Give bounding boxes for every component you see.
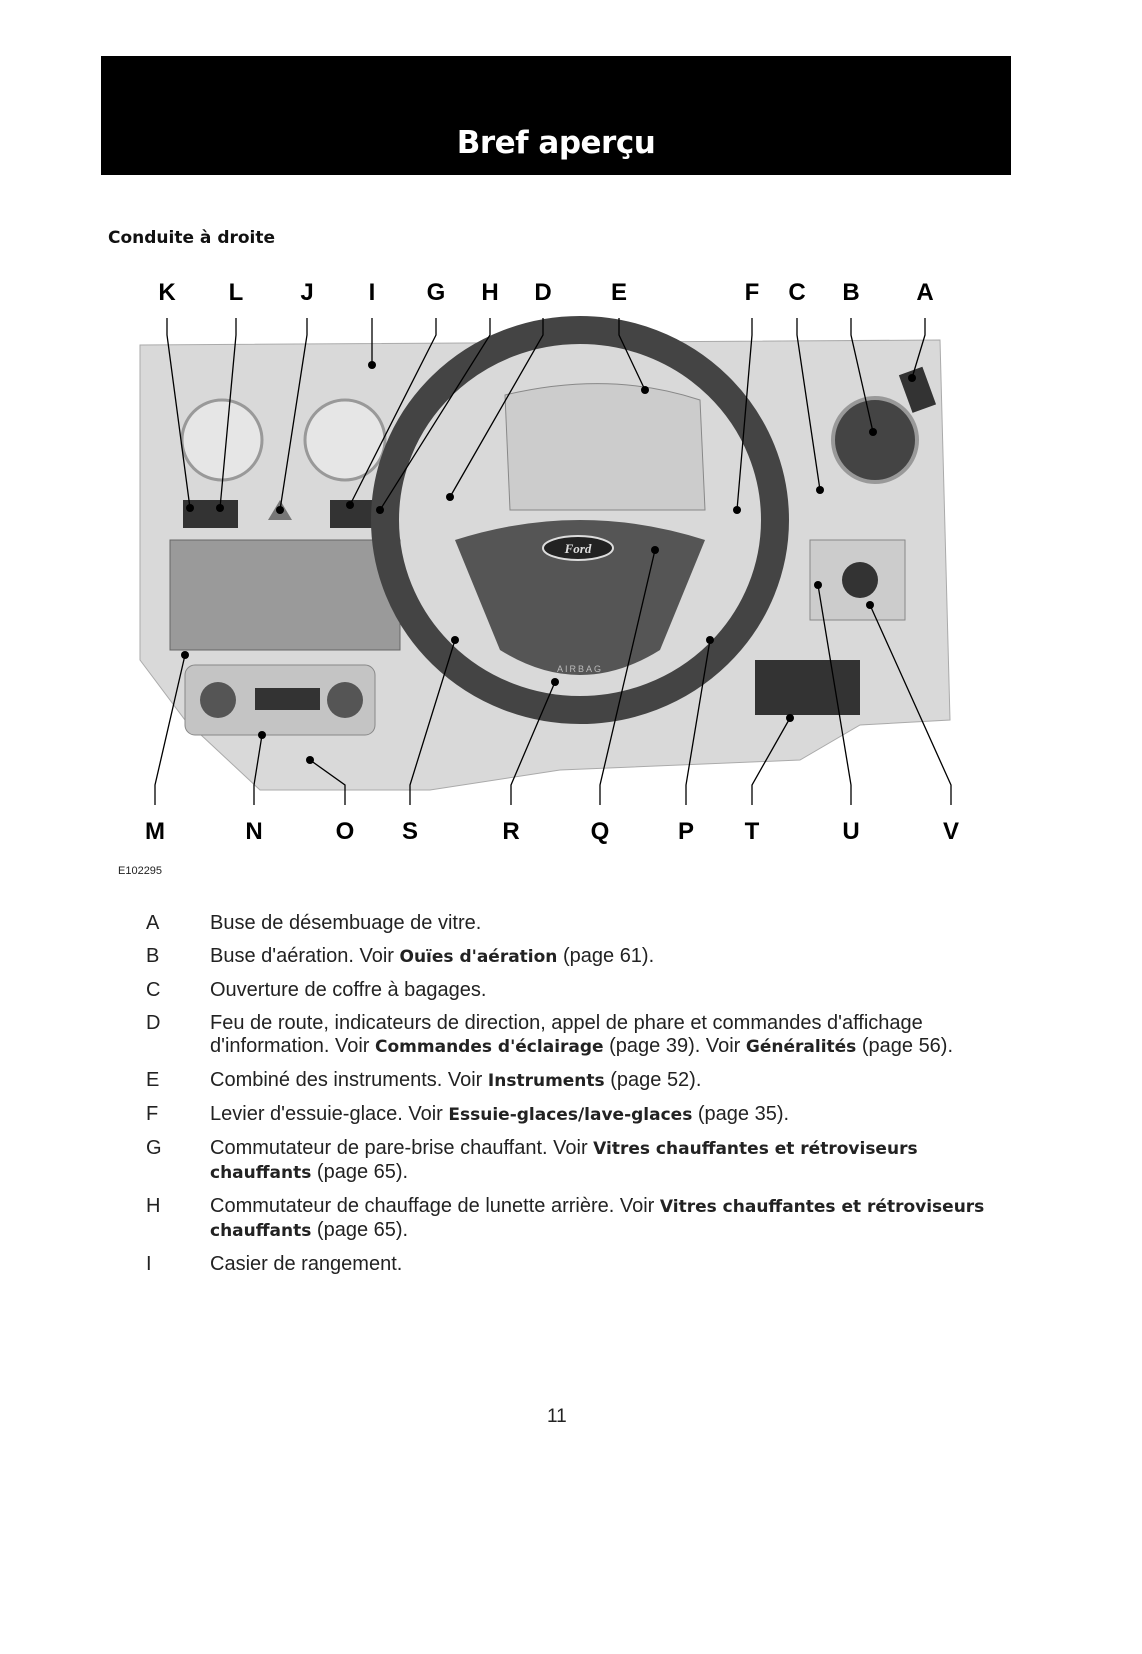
legend-description: Buse de désembuage de vitre. <box>210 912 482 934</box>
legend-description: Casier de rangement. <box>210 1253 403 1275</box>
legend-key: E <box>146 1069 160 1091</box>
legend-key: H <box>146 1195 161 1217</box>
page-reference: (page 65). <box>311 1219 409 1241</box>
label-s: S <box>402 818 418 845</box>
cross-reference-link: Commandes d'éclairage <box>375 1037 604 1057</box>
label-n: N <box>245 818 262 845</box>
legend-description: Buse d'aération. Voir <box>210 945 400 967</box>
airbag-text: AIRBAG <box>557 664 603 674</box>
label-v: V <box>943 818 959 845</box>
legend-key: G <box>146 1137 162 1159</box>
legend-text: Commutateur de pare-brise chauffant. Voi… <box>210 1137 1020 1185</box>
label-t: T <box>745 818 760 845</box>
label-a: A <box>916 279 933 306</box>
dashboard-illustration: Ford AIRBAG <box>139 316 951 791</box>
label-h: H <box>481 279 498 306</box>
label-f: F <box>745 279 760 306</box>
legend-text: Levier d'essuie-glace. Voir Essuie-glace… <box>210 1103 1020 1127</box>
legend-description: Commutateur de chauffage de lunette arri… <box>210 1195 660 1217</box>
legend-key: C <box>146 979 161 1001</box>
legend-description: Levier d'essuie-glace. Voir <box>210 1103 449 1125</box>
cross-reference-link: Vitres chauffantes et rétroviseurs chauf… <box>210 1139 918 1183</box>
legend-text: Buse de désembuage de vitre. <box>210 912 1020 935</box>
legend-key: F <box>146 1103 159 1125</box>
page-reference: (page 39). Voir <box>603 1035 746 1057</box>
cross-reference-link: Instruments <box>487 1071 605 1091</box>
legend-item: E Combiné des instruments. Voir Instrumen… <box>140 1069 1020 1093</box>
legend-text: Feu de route, indicateurs de direction, … <box>210 1012 1020 1059</box>
leader-lines <box>154 318 952 805</box>
cross-reference-link: Ouïes d'aération <box>399 947 558 967</box>
legend-key: A <box>146 912 160 934</box>
legend-item: F Levier d'essuie-glace. Voir Essuie-glac… <box>140 1103 1020 1127</box>
page-header: Bref aperçu <box>101 56 1011 175</box>
legend-item: B Buse d'aération. Voir Ouïes d'aération … <box>140 945 1020 969</box>
page-reference: (page 56). <box>856 1035 954 1057</box>
label-b: B <box>842 279 859 306</box>
dashboard-diagram: Ford AIRBAG K L J I G H D E <box>139 279 959 845</box>
legend-list: A Buse de désembuage de vitre. B Buse d'aér… <box>140 912 1020 1286</box>
legend-text: Commutateur de chauffage de lunette arri… <box>210 1195 1020 1243</box>
label-d: D <box>534 279 551 306</box>
legend-item: A Buse de désembuage de vitre. <box>140 912 1020 935</box>
legend-item: D Feu de route, indicateurs de direction,… <box>140 1012 1020 1059</box>
label-r: R <box>502 818 519 845</box>
legend-key: B <box>146 945 160 967</box>
legend-text: Combiné des instruments. Voir Instrument… <box>210 1069 1020 1093</box>
label-l: L <box>229 279 244 306</box>
figure-id: E102295 <box>118 865 163 877</box>
label-p: P <box>678 818 694 845</box>
label-g: G <box>427 279 446 306</box>
legend-text: Buse d'aération. Voir Ouïes d'aération (… <box>210 945 1020 969</box>
label-u: U <box>842 818 859 845</box>
legend-description: Combiné des instruments. Voir <box>210 1069 488 1091</box>
legend-key: D <box>146 1012 161 1034</box>
legend-description: Commutateur de pare-brise chauffant. Voi… <box>210 1137 594 1159</box>
legend-item: C Ouverture de coffre à bagages. <box>140 979 1020 1002</box>
page-reference: (page 61). <box>557 945 655 967</box>
label-q: Q <box>591 818 610 845</box>
ford-logo: Ford <box>564 541 592 556</box>
legend-description: Feu de route, indicateurs de direction, … <box>210 1012 923 1057</box>
page-reference: (page 52). <box>604 1069 702 1091</box>
legend-key: I <box>146 1253 152 1275</box>
label-i: I <box>369 279 376 306</box>
legend-description: Ouverture de coffre à bagages. <box>210 979 487 1001</box>
label-m: M <box>145 818 165 845</box>
page-reference: (page 65). <box>311 1161 409 1183</box>
page-number: 11 <box>547 1406 567 1427</box>
label-o: O <box>336 818 355 845</box>
legend-item: H Commutateur de chauffage de lunette arr… <box>140 1195 1020 1243</box>
label-j: J <box>300 279 313 306</box>
page-title: Bref aperçu <box>456 125 656 161</box>
label-e: E <box>611 279 627 306</box>
section-subtitle: Conduite à droite <box>108 228 276 248</box>
label-c: C <box>788 279 805 306</box>
legend-item: G Commutateur de pare-brise chauffant. Vo… <box>140 1137 1020 1185</box>
page-reference: (page 35). <box>692 1103 790 1125</box>
legend-item: I Casier de rangement. <box>140 1253 1020 1276</box>
cross-reference-link: Vitres chauffantes et rétroviseurs chauf… <box>210 1197 985 1241</box>
legend-text: Ouverture de coffre à bagages. <box>210 979 1020 1002</box>
cross-reference-link: Généralités <box>745 1037 857 1057</box>
label-k: K <box>158 279 176 306</box>
cross-reference-link: Essuie-glaces/lave-glaces <box>448 1105 693 1125</box>
legend-text: Casier de rangement. <box>210 1253 1020 1276</box>
